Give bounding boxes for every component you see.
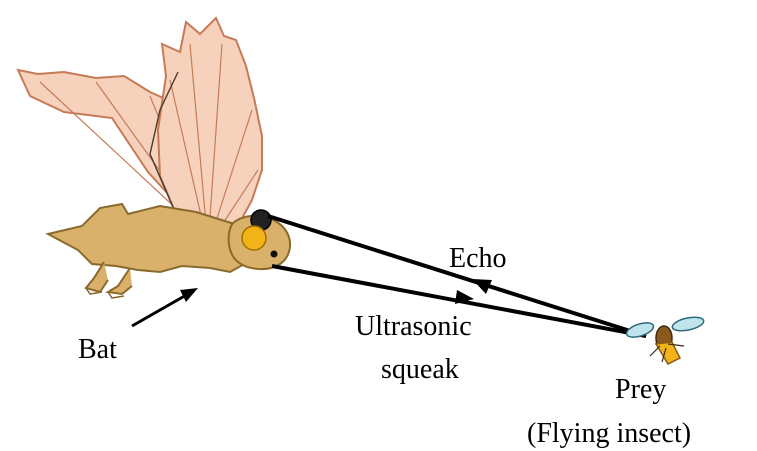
- squeak-label: squeak: [381, 354, 459, 385]
- echo-label: Echo: [449, 243, 507, 274]
- insect-wing-right: [671, 315, 705, 333]
- bat-pointer-arrow: [132, 288, 198, 326]
- bat-icon: [18, 18, 290, 298]
- ultrasonic-label: Ultrasonic: [355, 311, 472, 342]
- bat-label: Bat: [78, 334, 117, 365]
- prey-insect-icon: [625, 315, 705, 364]
- echo-arrowhead-icon: [472, 279, 492, 294]
- bat-eye-icon: [242, 226, 266, 250]
- prey-label: Prey: [615, 374, 666, 405]
- bat-foot-back: [86, 262, 108, 292]
- insect-wing-left: [625, 320, 655, 340]
- bat-foot-front: [108, 268, 132, 294]
- bat-nostril: [271, 251, 278, 258]
- flying-insect-label: (Flying insect): [527, 418, 691, 449]
